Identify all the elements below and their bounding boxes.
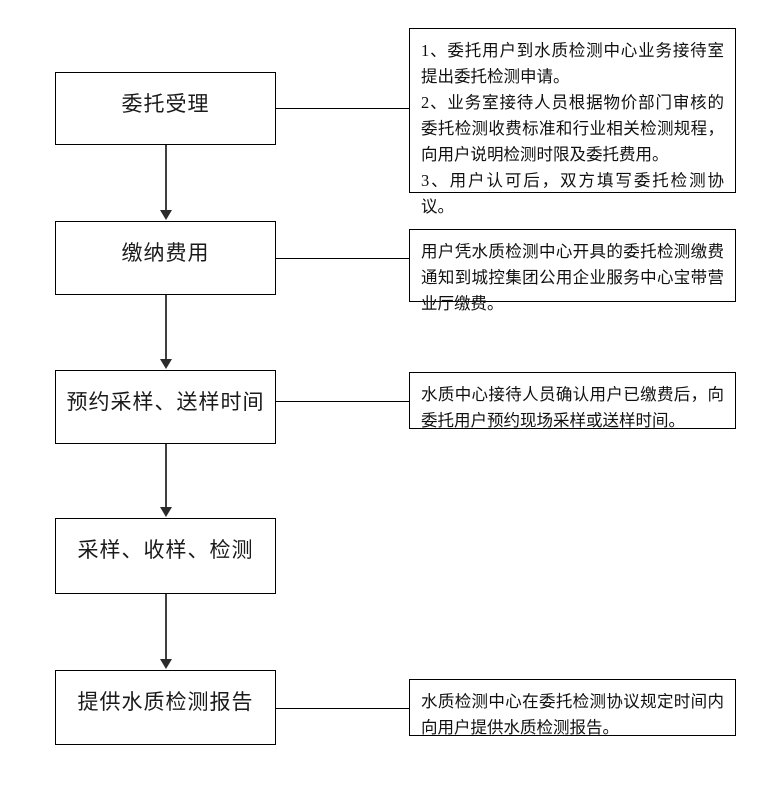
flow-step-box-3[interactable]: 预约采样、送样时间: [55, 370, 276, 444]
flow-step-box-1[interactable]: 委托受理: [55, 72, 276, 145]
flow-arrow-head-4-5: [160, 659, 172, 669]
flow-step-box-5[interactable]: 提供水质检测报告: [55, 670, 276, 745]
flow-arrow-line-4-5: [165, 594, 167, 660]
flow-step-label-3: 预约采样、送样时间: [66, 391, 265, 414]
connector-step1-note1: [276, 108, 409, 109]
note-text-1: 1、委托用户到水质检测中心业务接待室提出委托检测申请。 2、业务室接待人员根据物…: [421, 41, 724, 216]
flow-step-label-2: 缴纳费用: [121, 242, 210, 265]
note-text-3: 水质中心接待人员确认用户已缴费后，向委托用户预约现场采样或送样时间。: [421, 385, 724, 430]
note-box-5[interactable]: 水质检测中心在委托检测协议规定时间内向用户提供水质检测报告。: [409, 679, 736, 737]
flow-arrow-head-2-3: [160, 359, 172, 369]
note-box-1[interactable]: 1、委托用户到水质检测中心业务接待室提出委托检测申请。 2、业务室接待人员根据物…: [409, 28, 736, 216]
flow-step-box-4[interactable]: 采样、收样、检测: [55, 518, 276, 594]
note-text-2: 用户凭水质检测中心开具的委托检测缴费通知到城控集团公用企业服务中心宝带营业厅缴费…: [421, 242, 724, 313]
flow-step-label-5: 提供水质检测报告: [77, 691, 254, 714]
connector-step3-note3: [276, 401, 409, 402]
note-text-5: 水质检测中心在委托检测协议规定时间内向用户提供水质检测报告。: [421, 692, 724, 737]
flow-step-label-1: 委托受理: [121, 93, 210, 116]
flow-arrow-line-2-3: [165, 295, 167, 360]
note-box-3[interactable]: 水质中心接待人员确认用户已缴费后，向委托用户预约现场采样或送样时间。: [409, 372, 736, 430]
flow-step-box-2[interactable]: 缴纳费用: [55, 221, 276, 295]
flow-step-label-4: 采样、收样、检测: [77, 539, 254, 562]
connector-step2-note2: [276, 258, 409, 259]
flow-arrow-line-1-2: [165, 145, 167, 211]
flow-arrow-head-1-2: [160, 210, 172, 220]
note-box-2[interactable]: 用户凭水质检测中心开具的委托检测缴费通知到城控集团公用企业服务中心宝带营业厅缴费…: [409, 229, 736, 313]
connector-step5-note5: [276, 708, 409, 709]
flow-arrow-head-3-4: [160, 507, 172, 517]
flow-arrow-line-3-4: [165, 444, 167, 508]
